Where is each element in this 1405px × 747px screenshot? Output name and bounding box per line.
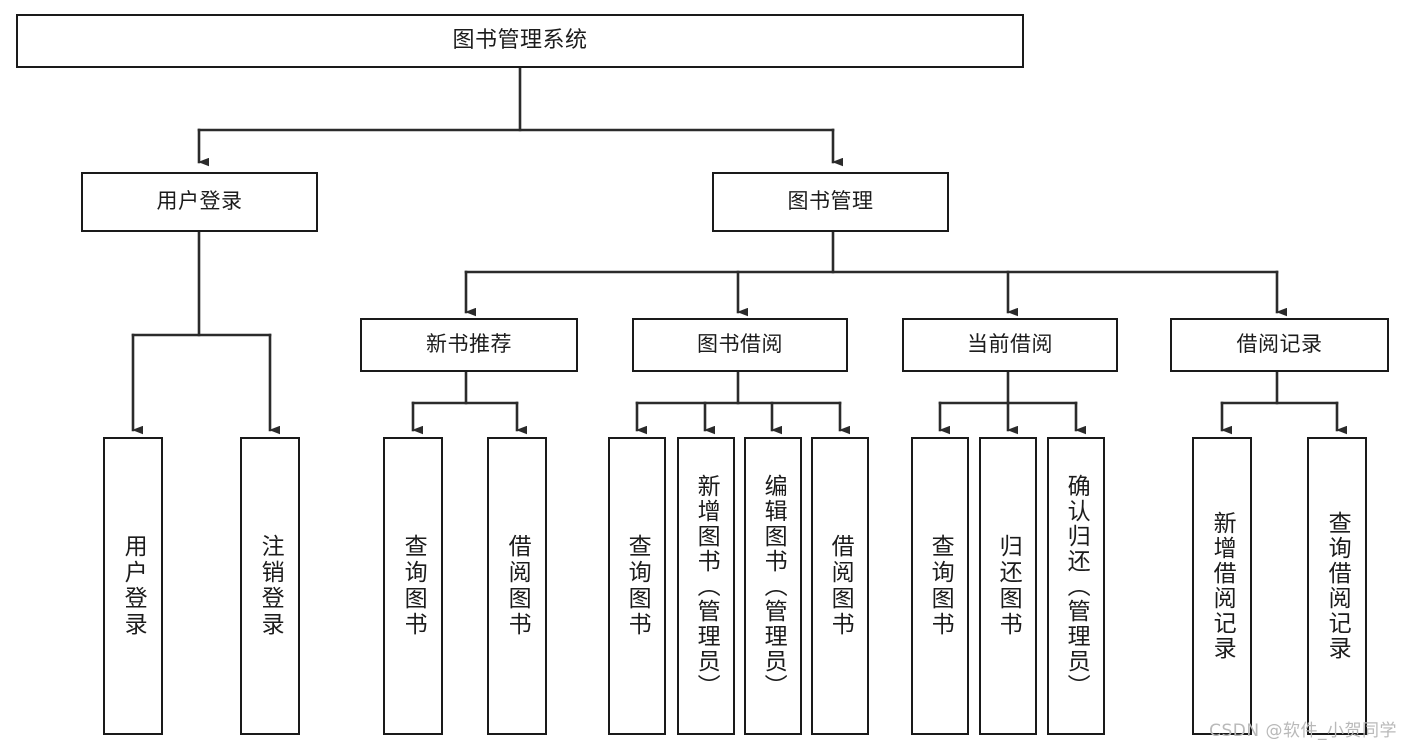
node-book-management[interactable]: 图书管理 [712, 172, 949, 232]
node-label: 借阅图书 [504, 534, 531, 638]
node-leaf-add-book-admin[interactable]: 新增图书（管理员） [677, 437, 735, 735]
node-book-borrow[interactable]: 图书借阅 [632, 318, 848, 372]
csdn-watermark: CSDN @软件_小贺同学 [1209, 721, 1397, 741]
node-label: 用户登录 [156, 189, 243, 214]
node-leaf-query-book-borrow[interactable]: 查询图书 [608, 437, 666, 735]
node-label: 当前借阅 [967, 332, 1053, 357]
node-label: 图书管理系统 [452, 27, 588, 53]
node-label: 查询图书 [624, 534, 651, 638]
node-root-book-management-system[interactable]: 图书管理系统 [16, 14, 1024, 68]
node-borrow-record[interactable]: 借阅记录 [1170, 318, 1389, 372]
node-label: 新增借阅记录 [1209, 511, 1236, 661]
node-label: 图书借阅 [697, 332, 783, 357]
node-label: 新增图书（管理员） [693, 473, 720, 699]
node-leaf-add-borrow-record[interactable]: 新增借阅记录 [1192, 437, 1252, 735]
node-label: 确认归还（管理员） [1063, 473, 1090, 699]
node-leaf-query-book-current[interactable]: 查询图书 [911, 437, 969, 735]
node-label: 注销登录 [257, 534, 284, 638]
node-label: 图书管理 [787, 189, 874, 214]
node-label: 新书推荐 [426, 332, 512, 357]
node-leaf-logout-login[interactable]: 注销登录 [240, 437, 300, 735]
node-leaf-return-book[interactable]: 归还图书 [979, 437, 1037, 735]
node-leaf-query-book-new-recommend[interactable]: 查询图书 [383, 437, 443, 735]
node-leaf-query-borrow-record[interactable]: 查询借阅记录 [1307, 437, 1367, 735]
node-label: 查询图书 [400, 534, 427, 638]
node-leaf-user-login[interactable]: 用户登录 [103, 437, 163, 735]
node-label: 用户登录 [120, 534, 147, 638]
node-user-login[interactable]: 用户登录 [81, 172, 318, 232]
node-label: 查询借阅记录 [1324, 511, 1351, 661]
node-label: 编辑图书（管理员） [760, 473, 787, 699]
node-leaf-edit-book-admin[interactable]: 编辑图书（管理员） [744, 437, 802, 735]
node-leaf-borrow-book-new-recommend[interactable]: 借阅图书 [487, 437, 547, 735]
node-leaf-borrow-book-borrow[interactable]: 借阅图书 [811, 437, 869, 735]
node-new-book-recommend[interactable]: 新书推荐 [360, 318, 578, 372]
node-current-borrow[interactable]: 当前借阅 [902, 318, 1118, 372]
node-label: 归还图书 [995, 534, 1022, 638]
node-label: 借阅图书 [827, 534, 854, 638]
node-leaf-confirm-return-admin[interactable]: 确认归还（管理员） [1047, 437, 1105, 735]
node-label: 查询图书 [927, 534, 954, 638]
node-label: 借阅记录 [1236, 332, 1323, 357]
